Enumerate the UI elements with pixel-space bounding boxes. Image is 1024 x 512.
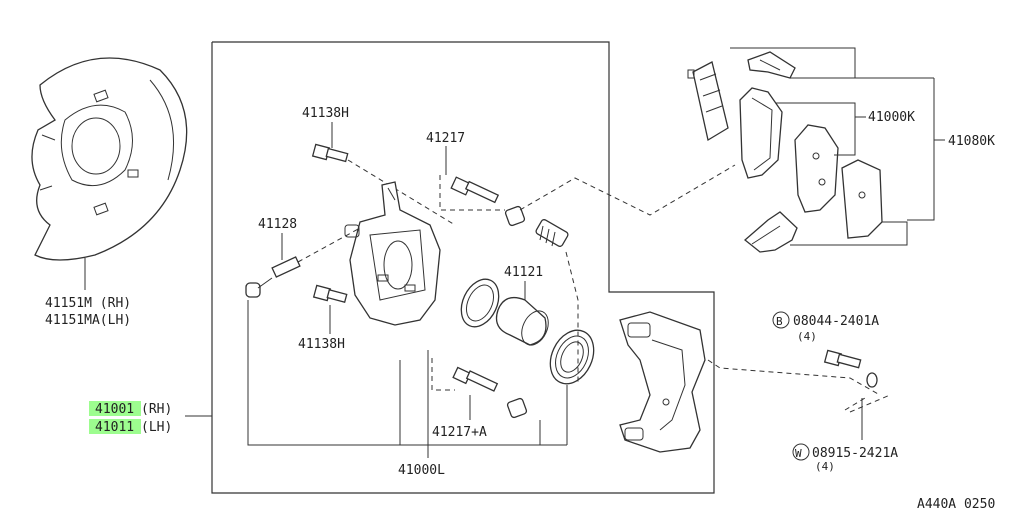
dash-to-pads — [519, 164, 736, 216]
bracket-41080k-bottom — [790, 221, 908, 246]
label-41138h-bot: 41138H — [298, 337, 345, 352]
pin-boot-lower[interactable] — [506, 397, 528, 419]
lock-washer[interactable] — [866, 372, 878, 388]
bracket-41000k — [776, 102, 856, 156]
dash-lower-pin — [431, 358, 455, 391]
bracket-41080k-right — [907, 78, 935, 221]
caliper-body[interactable] — [344, 181, 441, 326]
highlight-41011 — [89, 419, 141, 434]
pad-clip-upper[interactable] — [747, 51, 796, 79]
label-41000k: 41000K — [868, 110, 915, 125]
label-washer-qty: (4) — [815, 460, 835, 473]
bleeder-screw[interactable] — [245, 256, 301, 298]
bracket-41080k-top — [730, 47, 856, 79]
guide-pin-lower[interactable] — [452, 366, 499, 392]
label-41000l: 41000L — [398, 463, 445, 478]
figure-code: A440A 0250 — [917, 497, 995, 512]
caliper-bolt-lower[interactable] — [312, 284, 348, 303]
piston-seal[interactable] — [454, 273, 506, 333]
caliper-assembly-frame — [211, 41, 715, 494]
washer-code-badge — [792, 443, 810, 461]
label-41151m: 41151M (RH) — [45, 296, 131, 311]
pad-shim-inner[interactable] — [841, 159, 883, 239]
label-bolt: 08044-2401A — [793, 314, 879, 329]
label-41128: 41128 — [258, 217, 297, 232]
pad-shim-outer[interactable] — [687, 61, 729, 142]
highlight-41001 — [89, 401, 141, 416]
pin-boot-upper[interactable] — [504, 205, 526, 227]
dash-guide-pin — [439, 175, 505, 211]
label-41011-side: (LH) — [141, 420, 172, 435]
support-mounting-bolt[interactable] — [823, 349, 862, 369]
bolt-code-badge — [772, 311, 790, 329]
caliper-support-bracket[interactable] — [619, 311, 706, 453]
guide-pin-upper[interactable] — [450, 176, 500, 204]
bolt-code: B — [776, 315, 783, 328]
label-41080k: 41080K — [948, 134, 995, 149]
dust-shield-part[interactable] — [31, 57, 188, 261]
washer-code: W — [795, 447, 802, 460]
dash-bolt-upper — [347, 159, 456, 226]
caliper-piston[interactable] — [495, 296, 554, 350]
label-41217: 41217 — [426, 131, 465, 146]
label-washer: 08915-2421A — [812, 446, 898, 461]
label-41121: 41121 — [504, 265, 543, 280]
label-41217a: 41217+A — [432, 425, 487, 440]
dash-to-bolt — [707, 359, 881, 396]
label-41011-number[interactable]: 41011 — [95, 420, 134, 435]
piston-boot[interactable] — [542, 323, 602, 391]
label-41151ma: 41151MA(LH) — [45, 313, 131, 328]
brake-pad-outer[interactable] — [739, 87, 783, 179]
bracket-41000l — [247, 300, 567, 446]
label-41001-number[interactable]: 41001 — [95, 402, 134, 417]
dash-bushing — [565, 251, 579, 385]
caliper-bolt-upper[interactable] — [311, 143, 349, 163]
pad-clip-lower[interactable] — [743, 211, 798, 253]
brake-pad-inner[interactable] — [794, 124, 839, 213]
dash-bleeder — [297, 227, 361, 263]
label-41001-side: (RH) — [141, 402, 172, 417]
label-41138h-top: 41138H — [302, 106, 349, 121]
dash-bolt-washer — [844, 394, 891, 413]
pin-bushing-upper[interactable] — [535, 219, 569, 248]
label-bolt-qty: (4) — [797, 330, 817, 343]
